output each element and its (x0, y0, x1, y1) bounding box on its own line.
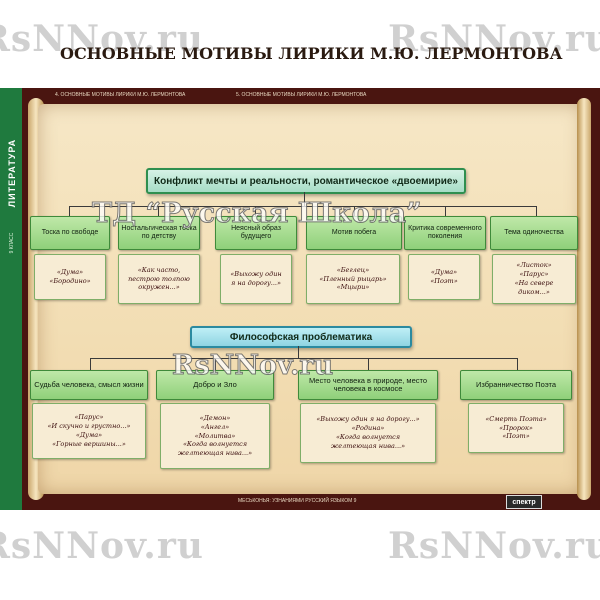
connector (69, 206, 70, 216)
example-item: «Дума» (430, 268, 458, 277)
example-item: «Выхожу один я на дорогу...» (316, 415, 420, 424)
connector (215, 358, 216, 370)
example-item: «Ангел» (200, 422, 230, 431)
watermark-bottom-right: RsNNov.ru (388, 525, 600, 567)
example-item: «И скучно и грустно...» (47, 422, 131, 431)
example-item: «На севере (514, 279, 554, 287)
example-item: «Горные вершины...» (52, 439, 126, 448)
category-fate: Судьба человека, смысл жизни (30, 370, 148, 400)
category-generation: Критика современного поколения (404, 216, 486, 250)
connector (445, 206, 446, 216)
top-caption-left: 4. ОСНОВНЫЕ МОТИВЫ ЛИРИКИ М.Ю. ЛЕРМОНТОВ… (55, 92, 186, 98)
example-item: «Поэт» (502, 432, 530, 441)
examples-good-evil: «Демон» «Ангел» «Молитва» «Когда волнует… (160, 403, 270, 469)
examples-loneliness: «Листок» «Парус» «На севере диком...» (492, 254, 576, 304)
example-item: «Мцыри» (336, 283, 370, 292)
example-item: желтеющая нива...» (177, 449, 253, 458)
connector (69, 206, 537, 207)
category-childhood: Ностальгическая тоска по детству (118, 216, 200, 250)
category-good-evil: Добро и Зло (156, 370, 274, 400)
category-freedom: Тоска по свободе (30, 216, 110, 250)
example-item: «Листок» (516, 261, 552, 270)
example-item: «Пророк» (499, 423, 533, 432)
example-item: «Бородино» (49, 277, 91, 285)
connector (158, 206, 159, 216)
category-nature-cosmos: Место человека в природе, место человека… (298, 370, 438, 400)
spine-sublabel: 9 КЛАСС (9, 232, 15, 254)
example-item: «Смерть Поэта» (485, 414, 547, 423)
top-caption-right: 5. ОСНОВНЫЕ МОТИВЫ ЛИРИКИ М.Ю. ЛЕРМОНТОВ… (236, 92, 367, 98)
example-item: «Беглец» (336, 265, 370, 274)
example-item: «Молитва» (194, 431, 236, 440)
category-loneliness: Тема одиночества (490, 216, 578, 250)
examples-childhood: «Как часто, пестрою толпою окружен...» (118, 254, 200, 304)
bottom-caption: МЕСЬКОНЬЯ: УЗНАНИЯМИ РУССКИЙ ЯЗЫКОМ 9 (238, 498, 357, 504)
watermark-center-publisher: ТД “Русская Школа” (92, 198, 423, 230)
examples-nature-cosmos: «Выхожу один я на дорогу...» «Родина» «К… (300, 403, 436, 463)
connector (368, 358, 369, 370)
category-poet: Избранничество Поэта (460, 370, 572, 400)
connector (354, 206, 355, 216)
example-item: диком...» (518, 287, 550, 296)
connector (90, 358, 91, 370)
examples-future: «Выхожу один я на дорогу...» (220, 254, 292, 304)
example-item: «Дума» (75, 431, 103, 439)
connector (536, 206, 537, 216)
category-escape: Мотив побега (306, 216, 402, 250)
example-item: «Поэт» (430, 277, 458, 285)
example-item: «Демон» (199, 414, 231, 423)
examples-poet: «Смерть Поэта» «Пророк» «Поэт» (468, 403, 564, 453)
example-item: «Родина» (351, 424, 385, 433)
watermark-top-right: RsNNov.ru (388, 18, 600, 60)
header-dream-reality: Конфликт мечты и реальности, романтическ… (146, 168, 466, 194)
poster-title: ОСНОВНЫЕ МОТИВЫ ЛИРИКИ М.Ю. ЛЕРМОНТОВА (60, 44, 563, 63)
examples-generation: «Дума» «Поэт» (408, 254, 480, 300)
example-item: «Когда волнуется (182, 440, 248, 449)
example-item: пестрою толпою (128, 274, 190, 283)
example-item: «Парус» (519, 270, 549, 279)
connector (298, 346, 299, 358)
scroll-roll-right (577, 98, 591, 500)
example-item: «Когда волнуется (335, 433, 401, 441)
connector (517, 358, 518, 370)
publisher-logo: спектр (506, 495, 542, 509)
example-item: я на дорогу...» (231, 279, 281, 287)
examples-freedom: «Дума» «Бородино» (34, 254, 106, 300)
example-item: окружен...» (138, 283, 180, 292)
example-item: желтеющая нива...» (330, 441, 406, 450)
example-item: «Дума» (56, 268, 84, 277)
category-future: Неясный образ будущего (215, 216, 297, 250)
connector (255, 206, 256, 216)
connector (90, 358, 518, 359)
watermark-bottom-left: RsNNov.ru (0, 525, 204, 567)
subject-spine: ЛИТЕРАТУРА 9 КЛАСС (0, 88, 22, 510)
header-philosophy: Философская проблематика (190, 326, 412, 348)
connector (304, 192, 305, 206)
examples-escape: «Беглец» «Пленный рыцарь» «Мцыри» (306, 254, 400, 304)
example-item: «Парус» (74, 413, 104, 422)
watermark-top-left: RsNNov.ru (0, 18, 204, 60)
example-item: «Пленный рыцарь» (319, 274, 387, 283)
example-item: «Как часто, (137, 265, 181, 274)
example-item: «Выхожу один (230, 270, 282, 279)
watermark-center-site: RsNNov.ru (171, 350, 334, 382)
examples-fate: «Парус» «И скучно и грустно...» «Дума» «… (32, 403, 146, 459)
